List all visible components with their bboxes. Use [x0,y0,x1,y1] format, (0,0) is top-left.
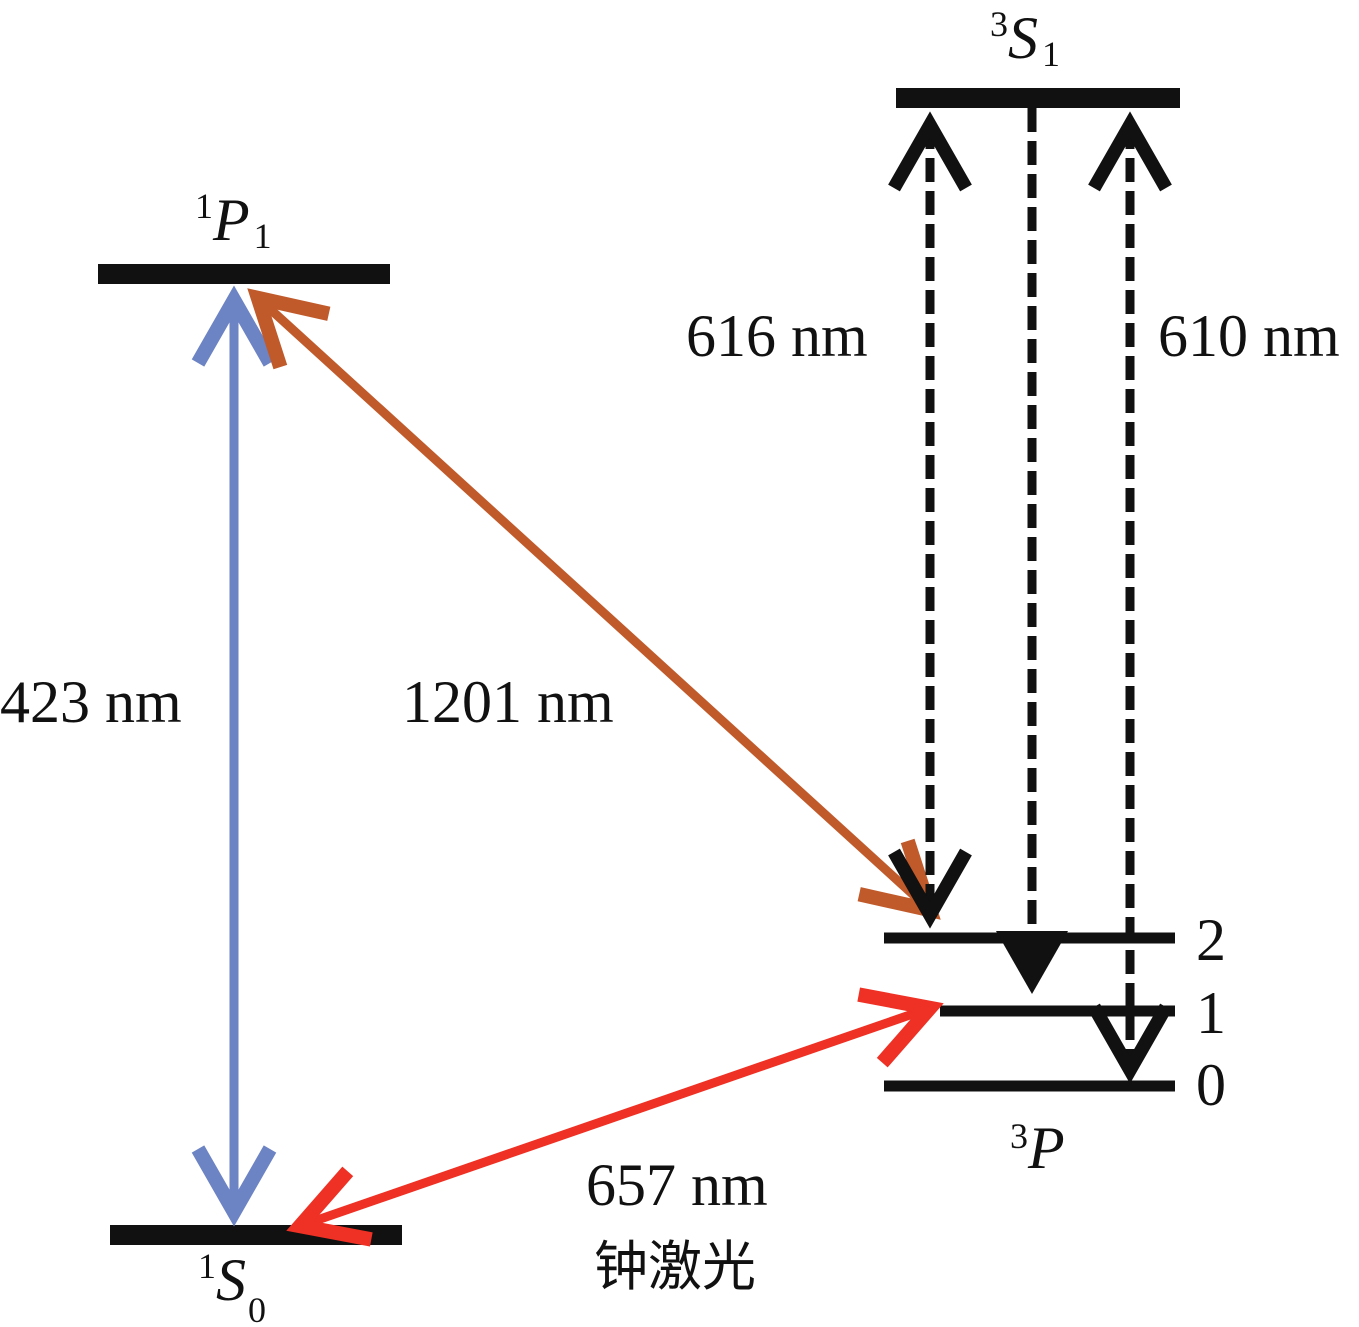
label-657nm: 657 nm [586,1152,768,1218]
label-1S0: 1S0 [198,1246,266,1327]
label-610nm: 610 nm [1158,303,1340,369]
label-3P-j1: 1 [1196,980,1226,1046]
label-3P: 3P [1010,1115,1065,1181]
label-clock-laser: 钟激光 [594,1235,756,1298]
label-423nm: 423 nm [0,669,182,735]
transition-657nm-arrow [286,987,944,1247]
label-1201nm: 1201 nm [402,669,614,735]
label-3P-j0: 0 [1196,1052,1226,1118]
label-616nm: 616 nm [686,303,868,369]
transition-1201nm-arrow [247,288,941,920]
label-3P-j2: 2 [1196,907,1226,973]
